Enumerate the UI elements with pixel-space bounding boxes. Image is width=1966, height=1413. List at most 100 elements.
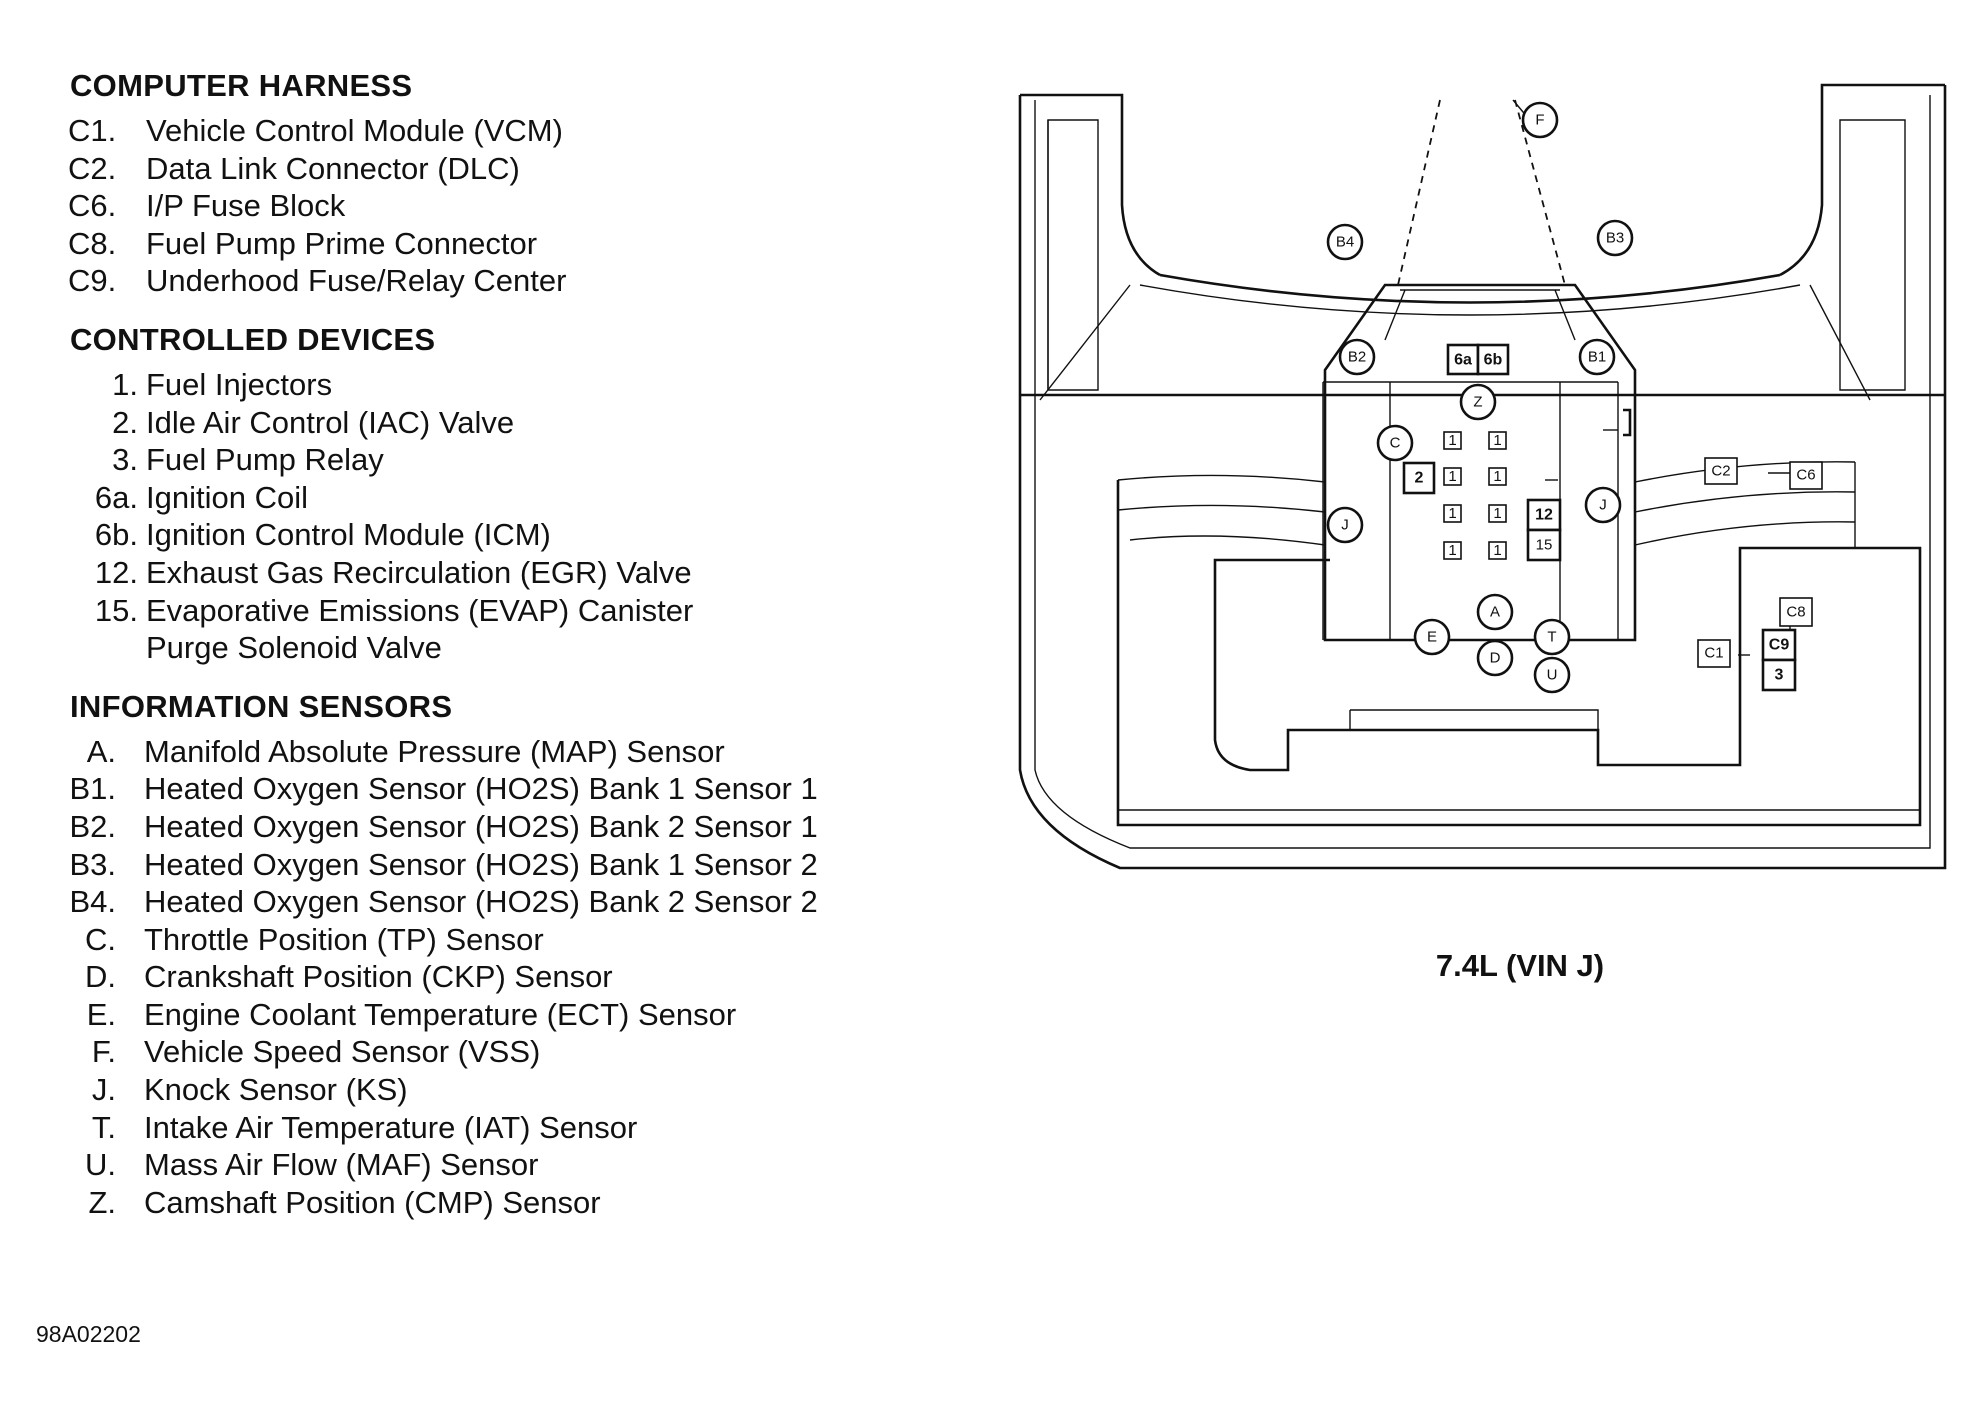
legend-item: U. Mass Air Flow (MAF) Sensor	[68, 1146, 988, 1184]
marker-Z: Z	[1459, 383, 1497, 421]
marker-T: T	[1533, 618, 1571, 656]
box-C1: C1	[1697, 639, 1731, 668]
box-C2: C2	[1704, 457, 1738, 485]
box-C6: C6	[1789, 461, 1823, 490]
box-C8: C8	[1779, 597, 1813, 627]
marker-B4: B4	[1326, 223, 1364, 261]
item-code: C1.	[68, 113, 117, 148]
svg-text:Z: Z	[1473, 394, 1482, 411]
marker-U: U	[1533, 656, 1571, 694]
legend-item: 15.Evaporative Emissions (EVAP) Canister	[68, 592, 988, 630]
injector-1: 1	[1488, 504, 1507, 523]
item-code: C8.	[68, 225, 117, 261]
item-label: Ignition Control Module (ICM)	[146, 517, 551, 553]
item-code: 3.	[112, 442, 138, 478]
marker-E: E	[1413, 618, 1451, 656]
item-code: T.	[91, 1109, 116, 1145]
injector-1: 1	[1443, 431, 1462, 450]
marker-C: C	[1376, 424, 1414, 462]
item-label: Camshaft Position (CMP) Sensor	[144, 1184, 601, 1220]
box-15: 15	[1526, 528, 1562, 562]
intake-manifold	[1322, 283, 1637, 642]
item-code: C2.	[68, 150, 117, 186]
item-label: I/P Fuse Block	[146, 188, 346, 224]
legend-item: B3.Heated Oxygen Sensor (HO2S) Bank 1 Se…	[68, 846, 988, 884]
figure-id: 98A02202	[36, 1321, 141, 1347]
legend-item: D.Crankshaft Position (CKP) Sensor	[68, 958, 988, 996]
item-code: Z.	[88, 1184, 116, 1220]
sensor-wire-lines	[1397, 99, 1791, 656]
legend-item: C6.I/P Fuse Block	[68, 187, 988, 225]
box-6a: 6a	[1446, 343, 1480, 376]
svg-text:1: 1	[1448, 432, 1456, 449]
item-label: Vehicle Control Module (VCM)	[146, 113, 563, 148]
item-code: 1.	[112, 366, 138, 402]
item-code: U.	[85, 1147, 116, 1183]
svg-text:1: 1	[1493, 505, 1501, 522]
svg-text:1: 1	[1448, 505, 1456, 522]
svg-text:1: 1	[1493, 432, 1501, 449]
legend-item: B1.Heated Oxygen Sensor (HO2S) Bank 1 Se…	[68, 770, 988, 808]
item-code: B2.	[69, 808, 116, 844]
section-title: INFORMATION SENSORS	[70, 688, 453, 724]
item-code: 15.	[94, 592, 138, 628]
svg-text:C6: C6	[1796, 467, 1815, 484]
svg-text:12: 12	[1535, 507, 1553, 524]
item-code: B1.	[69, 771, 116, 807]
diagram-caption: 7.4L (VIN J)	[1435, 948, 1605, 983]
item-label: Knock Sensor (KS)	[144, 1072, 408, 1108]
svg-text:1: 1	[1448, 542, 1456, 559]
svg-text:B1: B1	[1588, 349, 1606, 366]
legend-item: C8.Fuel Pump Prime Connector	[68, 225, 988, 263]
item-label: Idle Air Control (IAC) Valve	[146, 404, 515, 440]
legend-item: B2. Heated Oxygen Sensor (HO2S) Bank 2 Se…	[68, 808, 988, 846]
item-label: Mass Air Flow (MAF) Sensor	[144, 1147, 539, 1183]
legend-item-continuation: Purge Solenoid Valve	[68, 629, 988, 667]
section-title: COMPUTER HARNESS	[70, 68, 413, 103]
item-label: Heated Oxygen Sensor (HO2S) Bank 2 Senso…	[144, 808, 818, 844]
legend-item: B4.Heated Oxygen Sensor (HO2S) Bank 2 Se…	[68, 883, 988, 921]
legend-item: A.Manifold Absolute Pressure (MAP) Senso…	[68, 733, 988, 771]
legend-item: 2.Idle Air Control (IAC) Valve	[68, 404, 988, 442]
marker-J-right: J	[1584, 486, 1622, 524]
box-12: 12	[1526, 498, 1562, 532]
item-code: E.	[86, 996, 116, 1032]
svg-text:3: 3	[1775, 667, 1784, 684]
item-label: Ignition Coil	[146, 479, 308, 515]
legend: COMPUTER HARNESS C1. Vehicle Control Modu…	[68, 68, 988, 1243]
injector-1: 1	[1443, 467, 1462, 486]
svg-text:2: 2	[1415, 470, 1424, 487]
item-code: 6a.	[94, 479, 138, 515]
item-code: C9.	[68, 263, 117, 299]
legend-item: E.Engine Coolant Temperature (ECT) Senso…	[68, 996, 988, 1034]
svg-text:J: J	[1599, 497, 1607, 514]
svg-text:1: 1	[1493, 542, 1501, 559]
legend-item: Z. Camshaft Position (CMP) Sensor	[68, 1184, 988, 1222]
item-code: F.	[91, 1034, 116, 1070]
legend-item: J.Knock Sensor (KS)	[68, 1071, 988, 1109]
marker-J-left: J	[1326, 506, 1364, 544]
marker-B2: B2	[1338, 338, 1376, 376]
item-code: A.	[86, 733, 116, 769]
svg-text:C1: C1	[1704, 645, 1723, 662]
svg-text:1: 1	[1493, 468, 1501, 485]
item-label: Exhaust Gas Recirculation (EGR) Valve	[146, 554, 692, 590]
item-code: D.	[85, 959, 116, 995]
marker-F: F	[1521, 101, 1559, 139]
legend-item: 1.Fuel Injectors	[68, 366, 988, 404]
svg-text:F: F	[1535, 112, 1544, 129]
svg-text:1: 1	[1448, 468, 1456, 485]
section-title: CONTROLLED DEVICES	[70, 321, 436, 357]
item-label: Heated Oxygen Sensor (HO2S) Bank 1 Senso…	[144, 846, 818, 882]
svg-text:D: D	[1490, 650, 1501, 667]
injector-1: 1	[1443, 541, 1462, 560]
injector-1: 1	[1443, 504, 1462, 523]
svg-text:T: T	[1547, 629, 1556, 646]
item-label: Throttle Position (TP) Sensor	[144, 921, 544, 957]
legend-item: C2.Data Link Connector (DLC)	[68, 150, 988, 188]
item-label: Purge Solenoid Valve	[146, 630, 442, 666]
svg-text:B4: B4	[1336, 234, 1354, 251]
item-label: Underhood Fuse/Relay Center	[146, 263, 567, 299]
item-label: Fuel Pump Relay	[146, 442, 384, 478]
